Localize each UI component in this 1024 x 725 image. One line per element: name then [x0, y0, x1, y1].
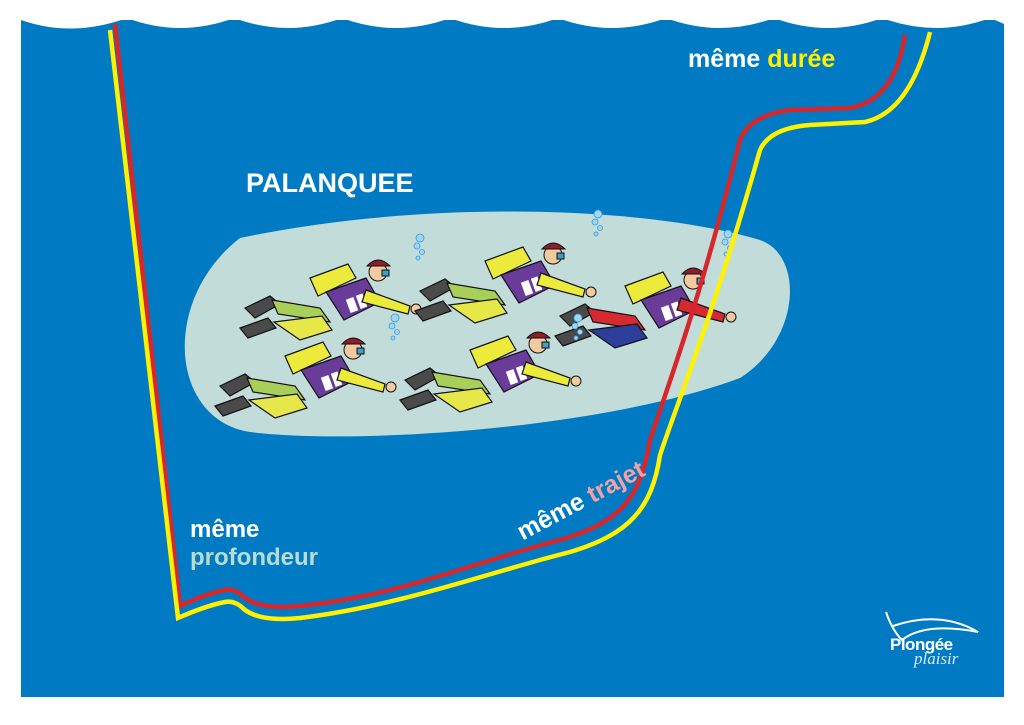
wave-surface	[0, 0, 1024, 29]
red-dive-profile	[112, 23, 908, 610]
label-meme-profondeur: même profondeur	[190, 518, 318, 570]
label-meme-duree: même durée	[688, 47, 835, 72]
label-prefix: même	[688, 45, 761, 73]
plongee-plaisir-logo: Plongée plaisir	[878, 605, 988, 675]
label-line2: profondeur	[190, 544, 318, 571]
logo-line1: Plongée	[890, 635, 953, 654]
diagram-title: PALANQUEE	[246, 168, 414, 198]
label-highlight: durée	[767, 45, 836, 73]
label-line1: même	[190, 516, 260, 543]
logo-swoosh-icon	[885, 611, 979, 642]
yellow-dive-profile	[107, 29, 933, 622]
logo-line2: plaisir	[914, 649, 959, 668]
